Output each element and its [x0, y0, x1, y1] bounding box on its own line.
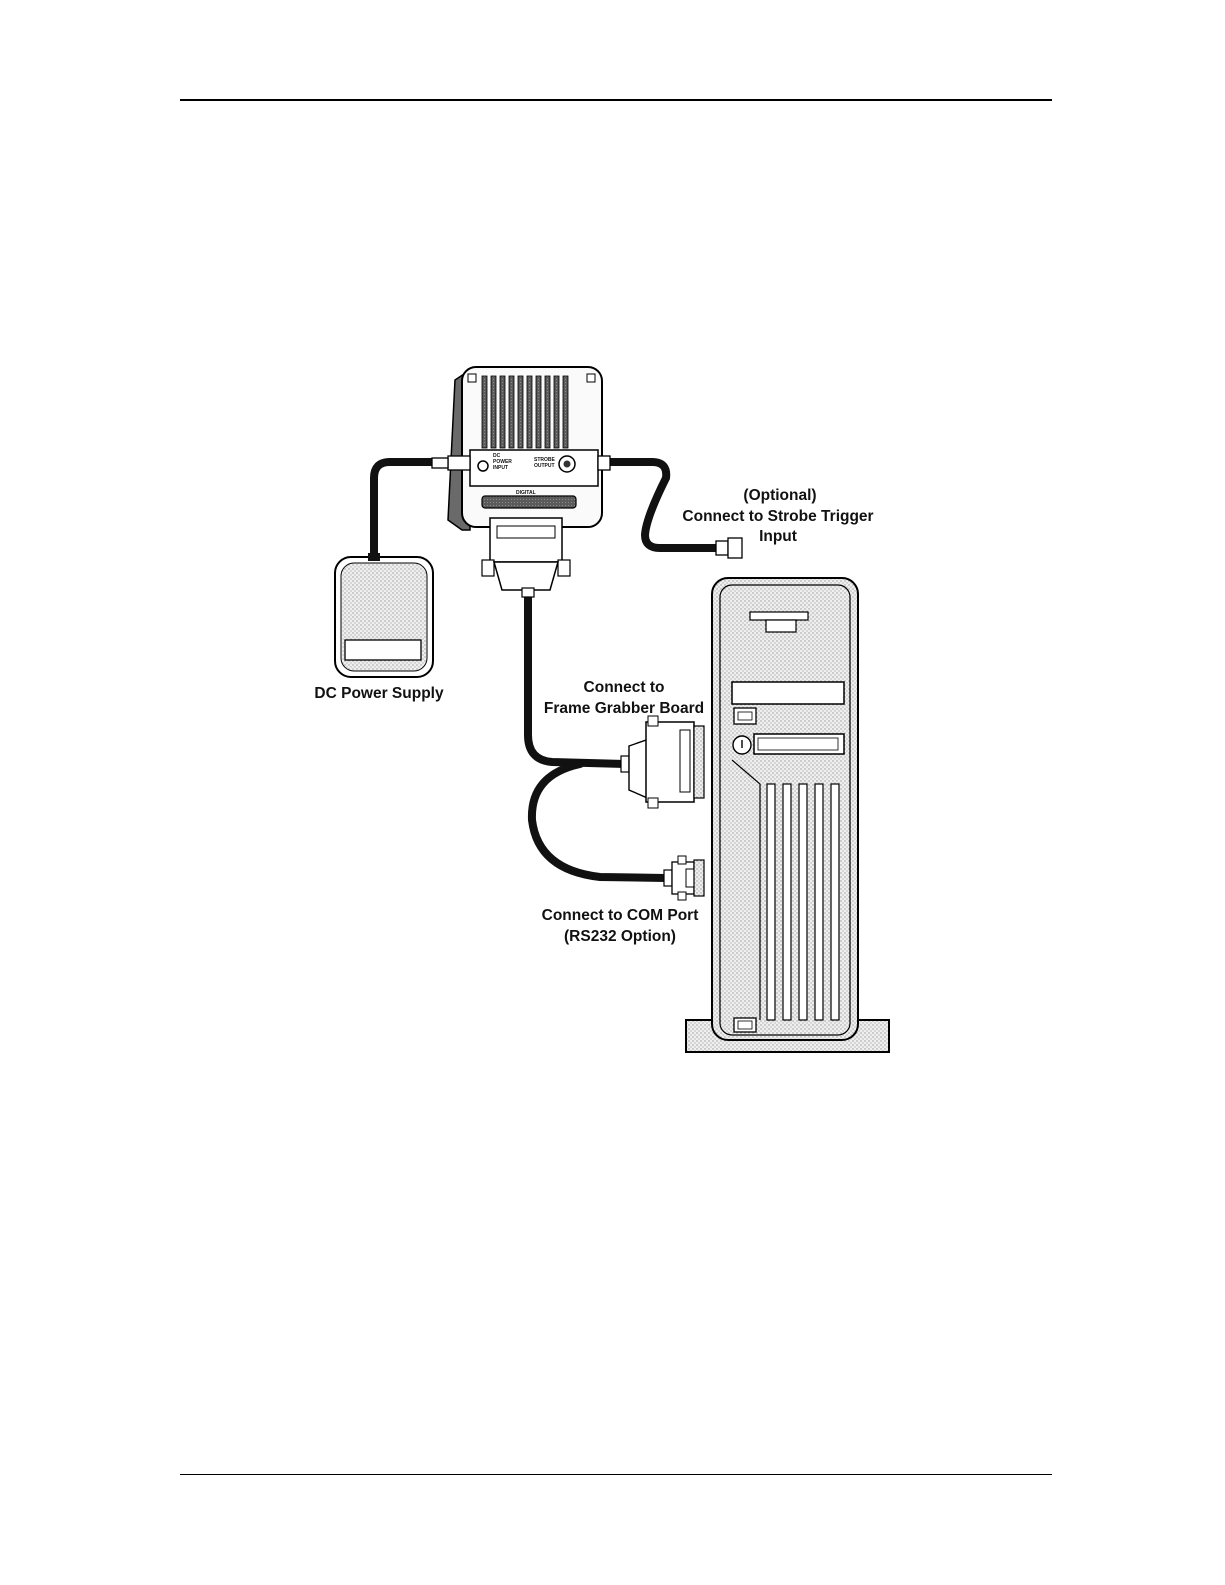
frame-grabber-plug [621, 716, 704, 808]
svg-text:Connect to: Connect to [584, 679, 665, 696]
power-supply-label: DC Power Supply [314, 685, 444, 702]
svg-text:Input: Input [759, 528, 797, 545]
svg-text:Connect to COM Port: Connect to COM Port [542, 907, 699, 924]
frame-grabber-label: Connect to Frame Grabber Board [544, 679, 704, 717]
svg-text:Frame Grabber Board: Frame Grabber Board [544, 700, 704, 717]
svg-text:DIGITAL: DIGITAL [516, 490, 536, 496]
camera: DC POWER INPUT STROBE OUTPUT DIGITAL [432, 367, 610, 597]
strobe-bnc-plug [716, 538, 742, 558]
com-port-label: Connect to COM Port (RS232 Option) [542, 907, 699, 945]
dc-power-socket [478, 461, 488, 471]
com-port-plug [664, 856, 704, 900]
svg-text:INPUT: INPUT [493, 465, 508, 471]
strobe-cable [608, 462, 716, 548]
dc-power-supply [335, 553, 433, 677]
svg-text:(RS232 Option): (RS232 Option) [564, 928, 676, 945]
power-supply-label-plate [345, 640, 421, 660]
svg-text:Connect to Strobe Trigger: Connect to Strobe Trigger [682, 508, 873, 525]
digital-connector [482, 496, 576, 508]
computer-tower [686, 578, 889, 1052]
svg-text:OUTPUT: OUTPUT [534, 463, 555, 469]
svg-text:(Optional): (Optional) [743, 487, 816, 504]
power-cable [374, 462, 432, 560]
floppy-drive [750, 612, 808, 620]
drive-bay [732, 682, 844, 704]
strobe-trigger-label: (Optional) Connect to Strobe Trigger Inp… [682, 487, 873, 545]
